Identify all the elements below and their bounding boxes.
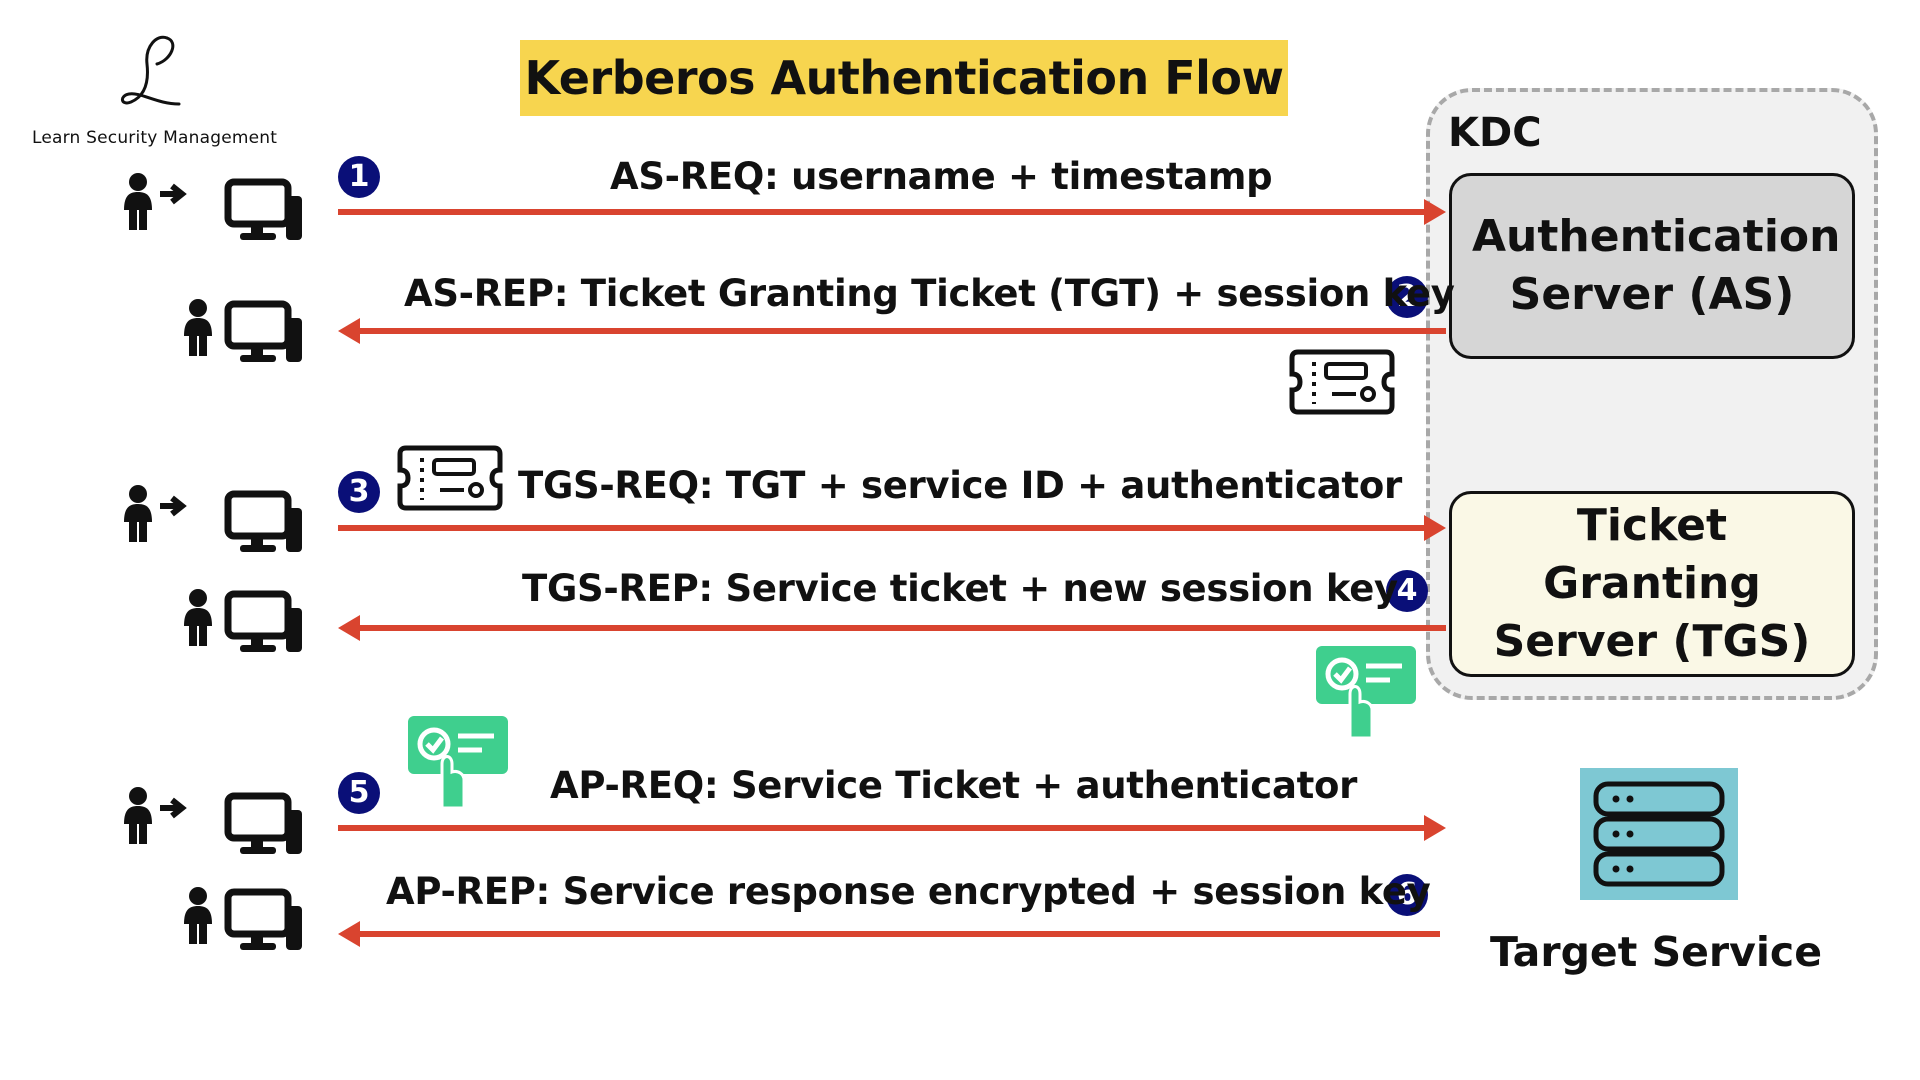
arrowhead-2 [338,318,360,344]
tgt-ticket-icon-request [400,448,500,508]
client-request-icon-5 [124,787,302,854]
client-response-icon-2 [184,299,302,362]
step-badge-2: 2 [1386,276,1428,318]
step-label-1: AS-REQ: username + timestamp [610,155,1273,198]
authentication-server-label: Authentication Server (AS) [1472,211,1841,320]
client-response-icon-4 [184,589,302,652]
step-label-2: AS-REP: Ticket Granting Ticket (TGT) + s… [404,272,1455,315]
server-rack-icon [1580,768,1738,900]
arrowhead-5 [1424,815,1446,841]
arrowhead-4 [338,615,360,641]
client-response-icon-6 [184,887,302,950]
step-badge-6: 6 [1386,874,1428,916]
arrowhead-6 [338,921,360,947]
step-label-4: TGS-REP: Service ticket + new session ke… [522,567,1398,610]
tgt-ticket-icon-reply [1292,352,1392,412]
client-request-icon-3 [124,485,302,552]
client-request-icon-1 [124,173,302,240]
ticket-granting-server-box: Ticket Granting Server (TGS) [1449,491,1855,677]
step-label-5: AP-REQ: Service Ticket + authenticator [550,764,1358,807]
page-title: Kerberos Authentication Flow [520,40,1288,116]
step-badge-4: 4 [1386,570,1428,612]
step-label-3: TGS-REQ: TGT + service ID + authenticato… [518,464,1402,507]
brand-name: Learn Security Management [32,128,278,148]
authentication-server-box: Authentication Server (AS) [1449,173,1855,359]
kdc-label: KDC [1448,110,1542,156]
service-ticket-icon-reply [1316,646,1416,738]
step-badge-5: 5 [338,772,380,814]
service-ticket-icon-request [408,716,508,808]
logo-icon [121,35,181,106]
step-badge-3: 3 [338,471,380,513]
step-badge-1: 1 [338,156,380,198]
arrow-group [338,199,1446,947]
target-service-label: Target Service [1490,928,1823,976]
arrowhead-1 [1424,199,1446,225]
ticket-granting-server-label: Ticket Granting Server (TGS) [1493,500,1811,667]
step-label-6: AP-REP: Service response encrypted + ses… [386,870,1431,913]
arrowhead-3 [1424,515,1446,541]
